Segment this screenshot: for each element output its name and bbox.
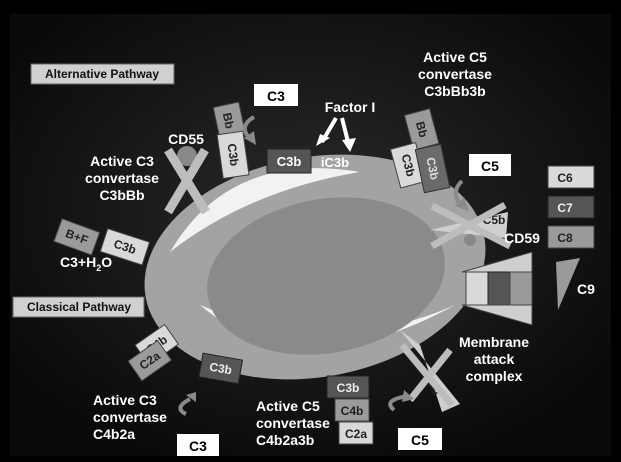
svg-text:C3b: C3b — [225, 143, 242, 167]
c3b-left-block: C3b — [216, 130, 250, 179]
c2a-bottom-block — [338, 421, 374, 445]
svg-text:C7: C7 — [557, 201, 573, 215]
cd59-inhibition-cross — [430, 201, 512, 250]
c6-block — [547, 165, 595, 189]
svg-text:Membrane: Membrane — [459, 334, 529, 350]
c5b-lower-cross — [399, 342, 455, 408]
c3b-lower-block: C3b — [198, 352, 244, 385]
cd55-label: CD55 — [168, 131, 204, 147]
svg-text:convertase: convertase — [256, 415, 330, 431]
alternative-pathway-box — [30, 63, 175, 85]
c4b-bottom-block — [334, 398, 370, 422]
classical-pathway-label: Classical Pathway — [27, 300, 131, 314]
alt-c5-convertase-label: Active C5 convertase C3bBb3b — [418, 49, 492, 99]
bf-block: B+F — [53, 218, 101, 256]
svg-text:convertase: convertase — [93, 409, 167, 425]
c3b-mid-block — [266, 148, 312, 174]
cd59-receptor — [464, 234, 476, 246]
bb-right-block: Bb — [403, 108, 440, 151]
c8-block — [547, 225, 595, 249]
c5-bottom-label: C5 — [411, 432, 429, 448]
svg-text:C6: C6 — [557, 171, 573, 185]
c3-top-label: C3 — [267, 88, 285, 104]
svg-text:C3+H2O: C3+H2O — [60, 254, 112, 273]
svg-text:C3b: C3b — [277, 154, 302, 169]
svg-text:C3b: C3b — [208, 360, 233, 378]
c3b-right2-block: C3b — [414, 143, 451, 194]
ic3b-wedge — [353, 157, 377, 178]
classical-pathway-box — [12, 296, 145, 318]
svg-text:C4b2a3b: C4b2a3b — [256, 432, 314, 448]
c3b-water-block: C3b — [99, 227, 151, 266]
ic3b-label: iC3b — [321, 155, 349, 170]
svg-text:Active C3: Active C3 — [93, 392, 157, 408]
c5-bottom-box — [398, 428, 442, 450]
svg-text:Active C5: Active C5 — [256, 398, 320, 414]
cd59-label: CD59 — [504, 230, 540, 246]
c5-right-box — [469, 154, 511, 176]
svg-text:Bb: Bb — [413, 120, 431, 139]
class-c5-convertase-label: Active C5 convertase C4b2a3b — [256, 398, 330, 448]
svg-text:C3bBb: C3bBb — [99, 187, 144, 203]
svg-text:Bb: Bb — [220, 111, 237, 130]
svg-text:C3b: C3b — [423, 156, 441, 181]
c9-label: C9 — [577, 281, 595, 297]
svg-text:complex: complex — [466, 368, 523, 384]
c5-right-label: C5 — [481, 158, 499, 174]
svg-text:C2a: C2a — [345, 427, 367, 441]
svg-text:C4b2a: C4b2a — [93, 426, 135, 442]
c3-bottom-box — [177, 434, 219, 456]
cd55-inhibition-cross — [164, 147, 210, 215]
svg-text:C3b: C3b — [398, 153, 417, 179]
c3-top-box — [254, 84, 298, 106]
svg-text:attack: attack — [474, 351, 515, 367]
arrow-heads — [186, 131, 469, 402]
factor-i-label: Factor I — [325, 99, 376, 115]
mac-label: Membrane attack complex — [459, 334, 529, 384]
bb-left-block: Bb — [212, 101, 246, 140]
c2a-left-block: C2a — [127, 339, 173, 382]
svg-text:convertase: convertase — [85, 170, 159, 186]
cd55-receptor — [177, 146, 197, 166]
c3-h2o-label: C3+H2O — [60, 254, 112, 273]
c7-block — [547, 195, 595, 219]
svg-text:C3bBb3b: C3bBb3b — [424, 83, 485, 99]
alt-c3-convertase-label: Active C3 convertase C3bBb — [85, 153, 159, 203]
svg-text:Active C5: Active C5 — [423, 49, 487, 65]
arrow-c3-bottom — [178, 397, 191, 416]
c9-wedge — [556, 258, 580, 310]
svg-text:Active C3: Active C3 — [90, 153, 154, 169]
svg-text:C3b: C3b — [337, 381, 360, 395]
svg-text:C4b: C4b — [341, 404, 364, 418]
alternative-pathway-label: Alternative Pathway — [45, 67, 159, 81]
class-c3-convertase-label: Active C3 convertase C4b2a — [93, 392, 167, 442]
c3-bottom-label: C3 — [189, 438, 207, 454]
c3b-bottom-block — [326, 375, 370, 399]
svg-text:C8: C8 — [557, 231, 573, 245]
cell-membrane-inner — [207, 197, 445, 355]
svg-text:convertase: convertase — [418, 66, 492, 82]
svg-text:C3b: C3b — [112, 237, 138, 257]
factor-i-arrows — [316, 116, 356, 152]
mac-assembly — [461, 251, 533, 326]
